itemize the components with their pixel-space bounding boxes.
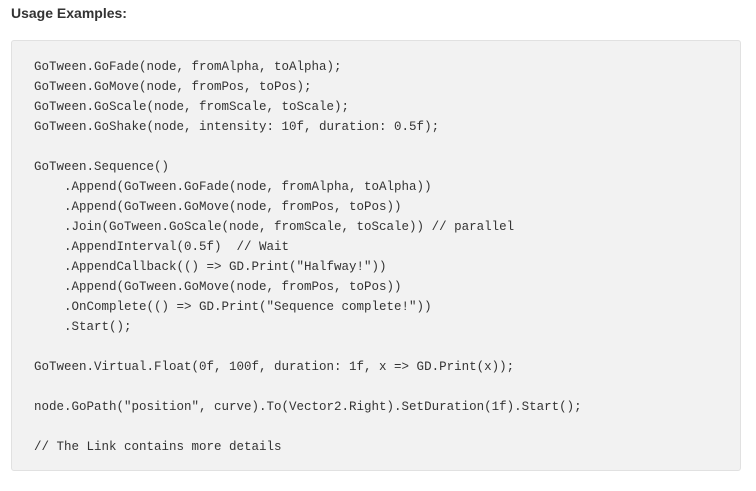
- section-heading: Usage Examples:: [11, 5, 127, 21]
- code-line: GoTween.GoMove(node, fromPos, toPos);: [34, 80, 312, 94]
- code-line: [34, 417, 582, 437]
- code-line: .Start();: [34, 320, 132, 334]
- code-line: GoTween.Virtual.Float(0f, 100f, duration…: [34, 360, 515, 374]
- code-line: .Append(GoTween.GoFade(node, fromAlpha, …: [34, 180, 432, 194]
- code-line: .AppendInterval(0.5f) // Wait: [34, 240, 290, 254]
- code-content: GoTween.GoFade(node, fromAlpha, toAlpha)…: [34, 57, 582, 457]
- code-line: .Join(GoTween.GoScale(node, fromScale, t…: [34, 220, 515, 234]
- code-line: .OnComplete(() => GD.Print("Sequence com…: [34, 300, 432, 314]
- code-line: [34, 337, 582, 357]
- code-line: GoTween.GoScale(node, fromScale, toScale…: [34, 100, 350, 114]
- code-line: .Append(GoTween.GoMove(node, fromPos, to…: [34, 200, 402, 214]
- code-line: [34, 377, 582, 397]
- code-line: GoTween.GoFade(node, fromAlpha, toAlpha)…: [34, 60, 342, 74]
- code-block: GoTween.GoFade(node, fromAlpha, toAlpha)…: [11, 40, 741, 471]
- code-line: // The Link contains more details: [34, 440, 282, 454]
- code-line: GoTween.GoShake(node, intensity: 10f, du…: [34, 120, 440, 134]
- code-line: .AppendCallback(() => GD.Print("Halfway!…: [34, 260, 387, 274]
- code-line: GoTween.Sequence(): [34, 160, 170, 174]
- code-line: [34, 137, 582, 157]
- code-line: node.GoPath("position", curve).To(Vector…: [34, 400, 582, 414]
- code-line: .Append(GoTween.GoMove(node, fromPos, to…: [34, 280, 402, 294]
